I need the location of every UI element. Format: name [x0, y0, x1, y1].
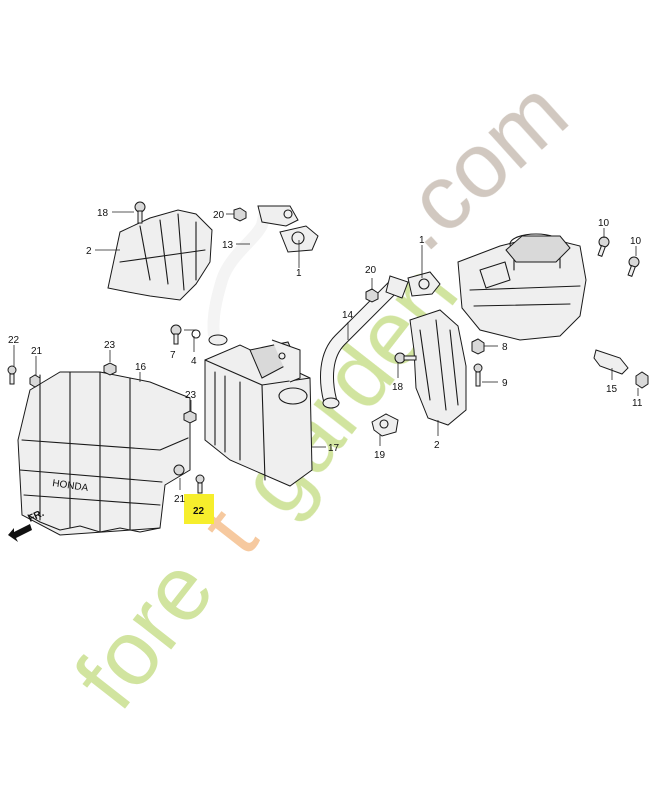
callout-23-left: 23 [104, 340, 116, 351]
gasket-1-top [279, 225, 319, 253]
callout-22-left: 22 [8, 335, 20, 346]
bolt-18-right [394, 352, 417, 364]
honda-brand: HONDA [52, 478, 90, 494]
callout-20-top: 20 [213, 210, 225, 221]
callout-1-top: 1 [296, 268, 302, 279]
heat-shield-upper [107, 209, 213, 301]
callout-17: 17 [328, 443, 340, 454]
callout-1-right: 1 [419, 235, 425, 246]
callout-16: 16 [135, 362, 147, 373]
callout-15: 15 [606, 384, 618, 395]
callout-9: 9 [502, 378, 508, 389]
exhaust-pipe-14 [320, 275, 409, 409]
highlight-box-22 [184, 494, 214, 524]
callout-18-top: 18 [97, 208, 109, 219]
leader-lines [13, 211, 639, 490]
callout-14: 14 [342, 310, 354, 321]
callout-10-b: 10 [630, 236, 642, 247]
callout-23-mid: 23 [185, 390, 197, 401]
callout-20-right: 20 [365, 265, 377, 276]
callout-21-left: 21 [31, 346, 43, 357]
nut-20-top [233, 207, 247, 222]
muffler-17 [204, 339, 313, 487]
clamp-19 [371, 413, 399, 437]
watermark-fore: fore [55, 540, 233, 728]
muffler-cover-16: HONDA [17, 371, 191, 536]
fasteners-left [7, 324, 205, 494]
callout-2-right: 2 [434, 440, 440, 451]
bolt-9 [473, 363, 483, 387]
nut-11 [635, 371, 649, 389]
heat-shield-lower [409, 309, 467, 426]
callout-22-highlighted: 22 [193, 506, 205, 517]
sensor-15 [593, 349, 629, 375]
callout-8: 8 [502, 342, 508, 353]
callout-labels: 18 2 20 13 1 1 20 10 10 22 21 23 16 7 4 … [8, 208, 643, 517]
callout-13: 13 [222, 240, 234, 251]
bolts-10 [597, 236, 640, 277]
callout-21-mid: 21 [174, 494, 186, 505]
callout-4: 4 [191, 356, 197, 367]
nut-8 [471, 338, 485, 355]
callout-18-right: 18 [392, 382, 404, 393]
callout-2-top: 2 [86, 246, 92, 257]
engine [457, 233, 587, 341]
gasket-1-right [407, 271, 441, 297]
callout-19: 19 [374, 450, 386, 461]
exhaust-pipe-13 [207, 205, 299, 346]
callout-7: 7 [170, 350, 176, 361]
callout-10-a: 10 [598, 218, 610, 229]
callout-11: 11 [632, 398, 643, 409]
bolt-18-top [134, 201, 146, 224]
